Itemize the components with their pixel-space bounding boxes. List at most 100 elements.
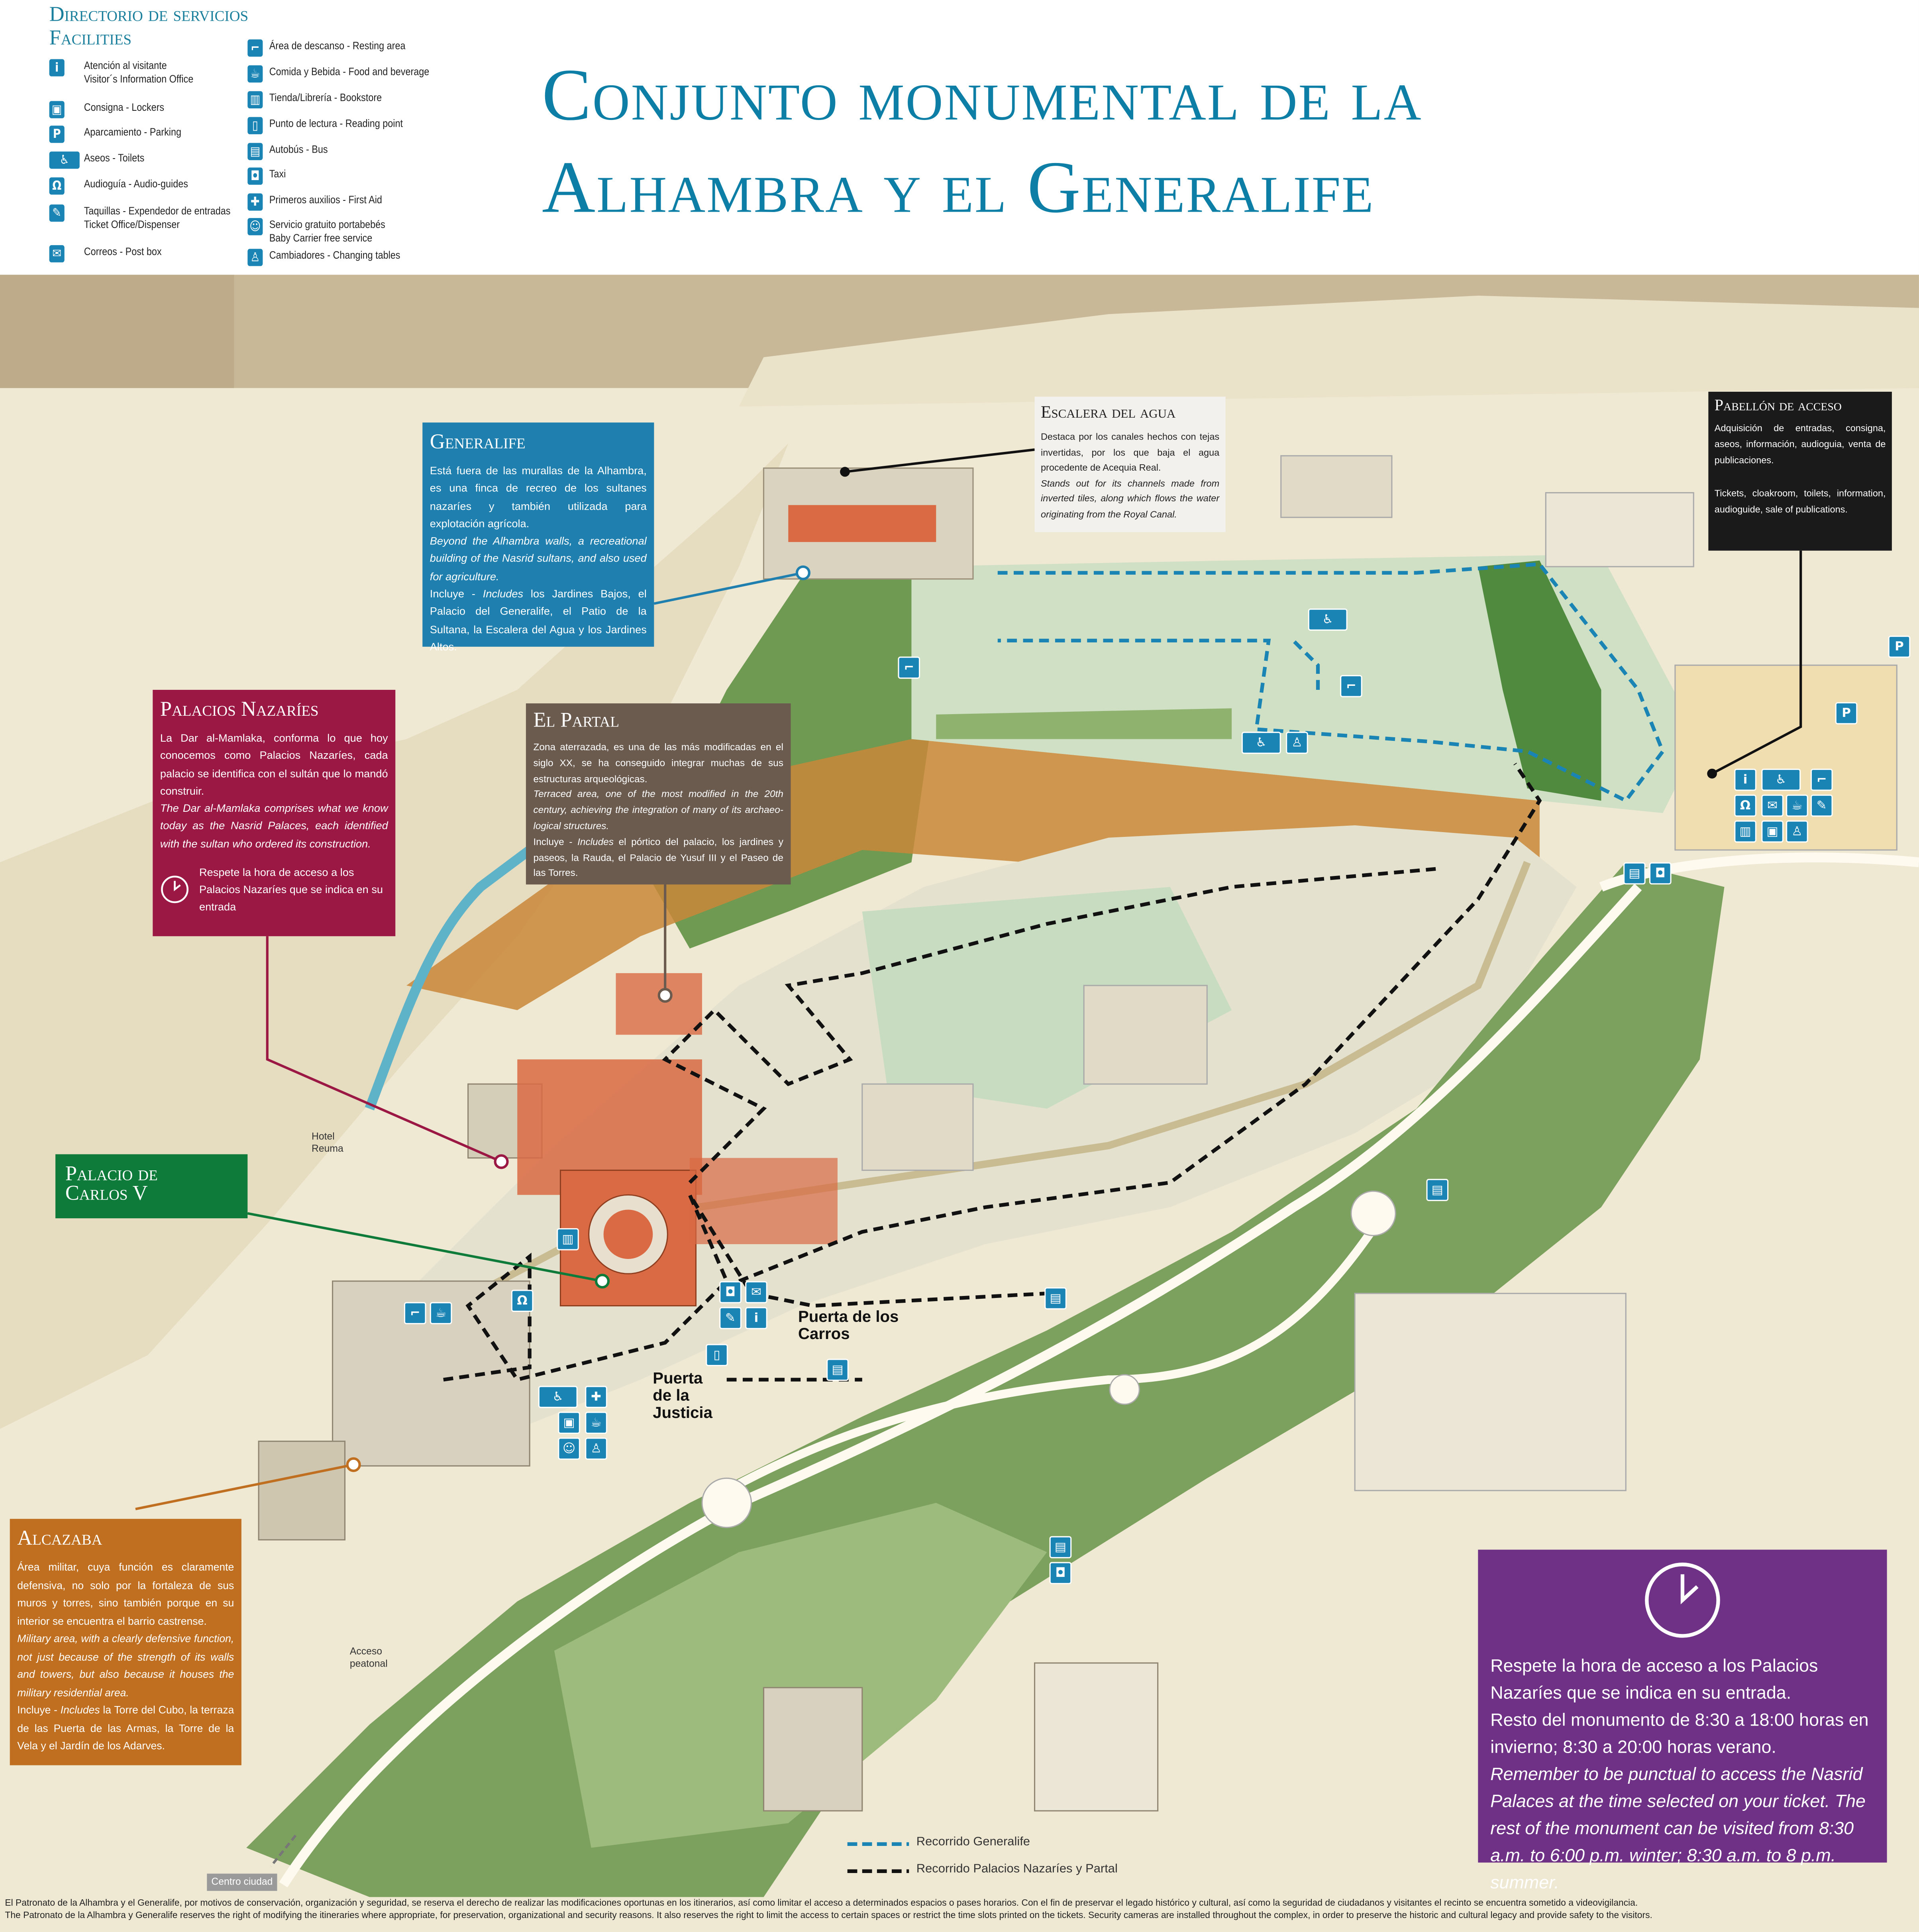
taxi-icon[interactable]: ◘ (719, 1281, 742, 1304)
bookstore-icon[interactable]: ▥ (557, 1228, 579, 1251)
bus-icon[interactable]: ▤ (1044, 1287, 1067, 1310)
changing-table-icon[interactable]: ♙ (1786, 820, 1808, 843)
info-icon[interactable]: i (1734, 768, 1756, 791)
info-icon[interactable]: i (745, 1307, 767, 1329)
mail-icon[interactable]: ✉ (1761, 794, 1784, 817)
legend-label: Taxi (269, 167, 286, 180)
toilets-icon[interactable]: ♿ (1761, 768, 1801, 791)
main-road (279, 884, 1642, 1888)
roundabout (701, 1477, 752, 1528)
ticket-icon[interactable]: ✎ (719, 1307, 742, 1329)
food-icon[interactable]: ☕ (1786, 794, 1808, 817)
resting-area-icon[interactable]: ⌐ (898, 656, 920, 679)
toilets-icon[interactable]: ♿ (1241, 732, 1281, 754)
label-hotel-reuma: Hotel Reuma (312, 1131, 343, 1154)
roundabout (1109, 1374, 1140, 1405)
legend-item-taxi: ◘ Taxi (247, 167, 286, 185)
mail-icon[interactable]: ✉ (745, 1281, 767, 1304)
taxi-icon: ◘ (247, 167, 263, 185)
bus-icon[interactable]: ▤ (1623, 862, 1646, 885)
buildings (258, 455, 1897, 1812)
baby-carrier-icon: ☺ (247, 218, 263, 236)
alhambra-plateau (406, 825, 1577, 1429)
book-icon[interactable]: ▯ (706, 1344, 728, 1367)
taxi-icon[interactable]: ◘ (1049, 1562, 1072, 1584)
bookstore-icon[interactable]: ▥ (1734, 820, 1756, 843)
headphones-icon: Ω (49, 177, 65, 195)
legend-label: Correos - Post box (84, 245, 162, 258)
bus-icon[interactable]: ▤ (826, 1359, 849, 1381)
nazaries-text-es: La Dar al-Mamlaka, conforma lo que hoy c… (160, 732, 388, 797)
nazaries-notice: Respete la hora de acceso a los Palacios… (160, 860, 388, 919)
legend-label: Visitor´s Information Office (84, 73, 194, 85)
facilities-heading: Facilities (49, 26, 132, 49)
legend-item-changing: ♙Cambiadores - Changing tables (247, 249, 400, 266)
parking-icon[interactable]: P (1888, 636, 1911, 658)
changing-table-icon[interactable]: ♙ (585, 1437, 607, 1460)
callout-line-carlos (247, 1212, 603, 1282)
alcazaba-title: Alcazaba (17, 1526, 102, 1550)
resting-area-icon[interactable]: ⌐ (1340, 675, 1362, 697)
parking-icon: P (49, 126, 65, 143)
legend-label: Baby Carrier free service (269, 232, 373, 244)
alcazaba-text-es: Área militar, cuya función es claramente… (17, 1561, 234, 1627)
food-icon[interactable]: ☕ (585, 1412, 607, 1434)
alcazaba-text-en: Military area, with a clearly defensive … (17, 1632, 234, 1698)
first-aid-icon: ✚ (247, 193, 263, 211)
parking-icon[interactable]: P (1835, 702, 1858, 724)
resting-area-icon[interactable]: ⌐ (404, 1302, 426, 1324)
pabellon-title: Pabellón de acceso (1714, 395, 1842, 414)
first-aid-icon[interactable]: ✚ (585, 1386, 607, 1408)
food-icon[interactable]: ☕ (430, 1302, 452, 1324)
legend-label: Consigna - Lockers (84, 101, 165, 114)
upper-terrain (739, 295, 1919, 407)
legend-item-bus: ▤Autobús - Bus (247, 143, 328, 160)
locker-icon[interactable]: ▣ (558, 1412, 580, 1434)
pabellon-text-es: Adquisición de entradas, consigna, aseos… (1714, 422, 1886, 466)
toilets-icon[interactable]: ♿ (538, 1386, 578, 1408)
headphones-icon[interactable]: Ω (1734, 794, 1756, 817)
toilets-icon: ♿ (49, 151, 80, 169)
title-line-1: Conjunto monumental de la (542, 54, 1423, 136)
road (724, 1217, 1383, 1494)
legend-label: Audioguía - Audio-guides (84, 177, 188, 190)
legend-label: Cambiadores - Changing tables (269, 249, 400, 261)
bus-icon[interactable]: ▤ (1426, 1179, 1449, 1201)
ticket-icon[interactable]: ✎ (1810, 794, 1833, 817)
legend-label: Ticket Office/Dispenser (84, 218, 180, 231)
callout-line-nazaries (266, 936, 502, 1163)
includes-prefix: Incluye - (17, 1703, 61, 1716)
includes-prefix: Incluye - (533, 836, 578, 848)
changing-table-icon[interactable]: ♙ (1286, 732, 1308, 754)
route-generalife (997, 562, 1665, 803)
hours-text-es1: Respete la hora de acceso a los Palacios… (1490, 1657, 1818, 1704)
marker-partal (657, 988, 673, 1003)
baby-carrier-icon[interactable]: ☺ (558, 1437, 580, 1460)
callout-line-pabellon (1711, 550, 1802, 775)
resting-area-icon[interactable]: ⌐ (1810, 768, 1833, 791)
locker-icon[interactable]: ▣ (1761, 820, 1784, 843)
marker-pabellon (1707, 768, 1717, 779)
partal-text-en: Terraced area, one of the most modified … (533, 789, 783, 832)
pabellon-box: Pabellón de acceso Adquisición de entrad… (1708, 391, 1892, 551)
opening-hours-box: Respete la hora de acceso a los Palacios… (1478, 1549, 1887, 1893)
marker-nazaries (494, 1154, 509, 1169)
headphones-icon[interactable]: Ω (511, 1290, 534, 1312)
label-puerta-justicia: Puerta de la Justicia (653, 1368, 712, 1422)
label-centro-ciudad: Centro ciudad (207, 1873, 277, 1891)
nazaries-title: Palacios Nazaríes (160, 697, 319, 721)
partal-box: El Partal Zona aterrazada, es una de las… (526, 703, 791, 885)
food-icon: ☕ (247, 65, 263, 83)
legend-item-audioguide: Ω Audioguía - Audio-guides (49, 177, 188, 195)
lower-park (554, 1503, 1047, 1848)
partal-text-es: Zona aterrazada, es una de las más modif… (533, 741, 783, 784)
bus-icon[interactable]: ▤ (1049, 1536, 1072, 1559)
toilets-icon[interactable]: ♿ (1308, 609, 1348, 631)
legend-label: Área de descanso - Resting area (269, 39, 406, 52)
generalife-box: Generalife Está fuera de las murallas de… (422, 422, 654, 653)
resting-area-icon: ⌐ (247, 39, 263, 57)
escalera-title: Escalera del agua (1040, 404, 1176, 423)
taxi-icon[interactable]: ◘ (1649, 862, 1672, 885)
